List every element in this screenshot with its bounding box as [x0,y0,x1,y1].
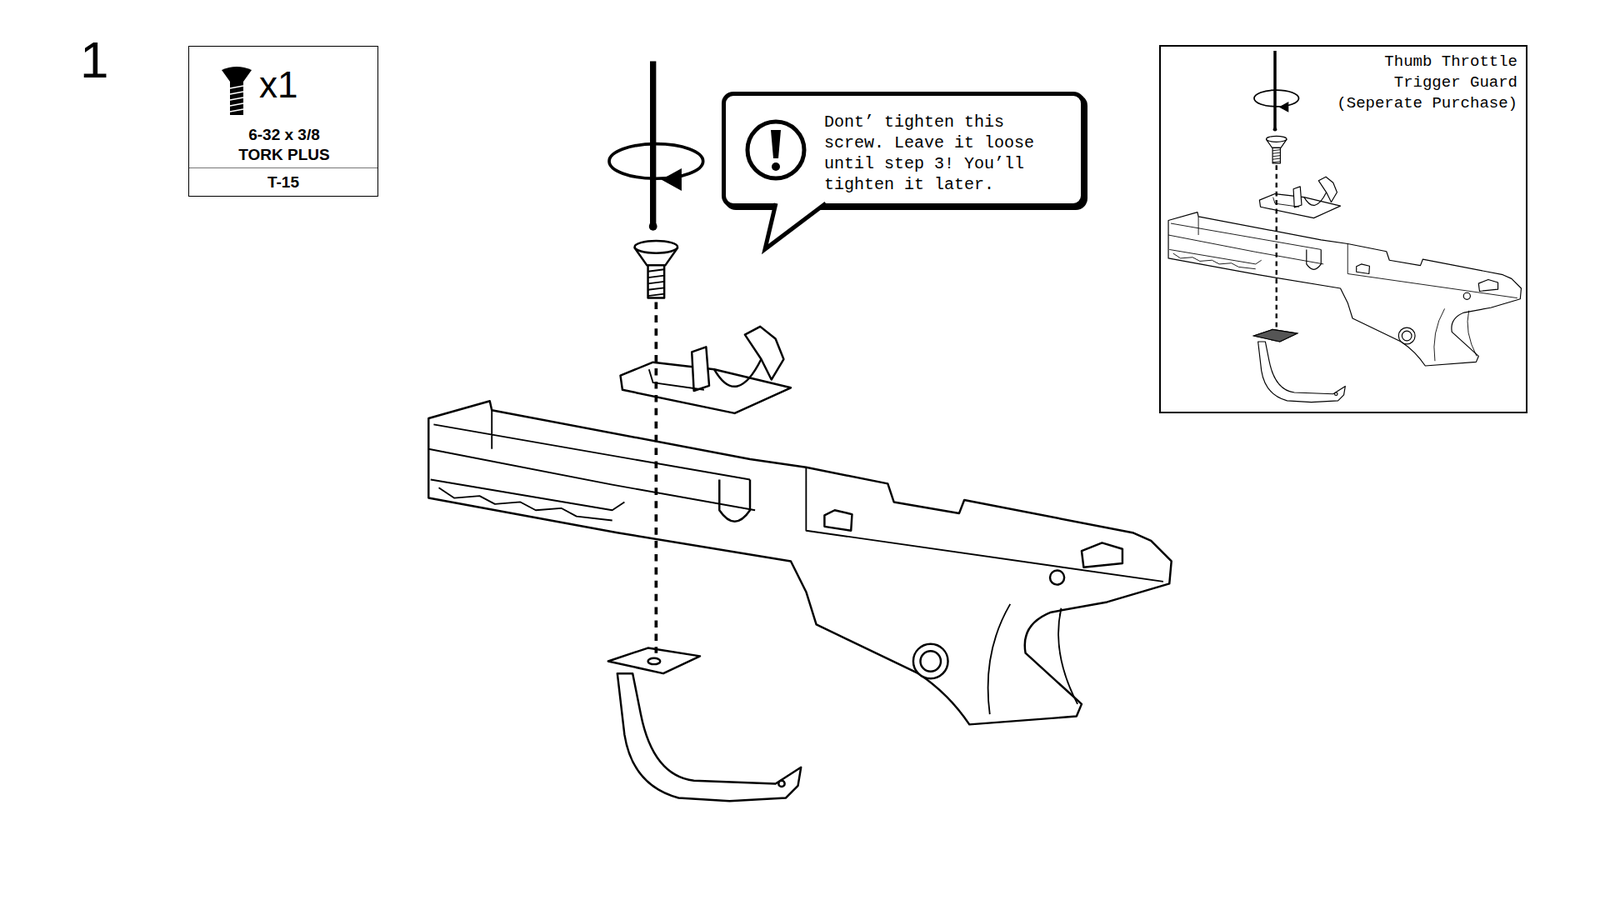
tail-shape [765,203,826,250]
screw-thread [230,85,244,112]
screw-spec: 6-32 x 3/8 TORK PLUS [225,125,343,165]
warning-text: Dont’ tighten this screw. Leave it loose… [824,111,1048,195]
warning-dot [771,162,780,171]
divider-line [189,167,378,169]
node-box: Dont’ tighten this screw. Leave it loose… [721,91,1085,208]
step-number: 1 [80,31,109,89]
warning-icon [742,116,810,184]
bubble-tail [759,200,876,267]
node-box: Thumb Throttle Trigger Guard (Seperate P… [1159,45,1528,414]
screw-shank [230,81,244,115]
warning-circle [747,121,805,179]
quantity: x1 [259,65,298,105]
driver-size: T-15 [189,172,378,193]
screw-icon [220,63,254,118]
inset-title: Thumb Throttle Trigger Guard (Seperate P… [1327,51,1518,115]
warning-bar [770,130,781,159]
node-box: x1 6-32 x 3/8 TORK PLUS T-15 [188,45,379,197]
screw-head [221,66,252,82]
